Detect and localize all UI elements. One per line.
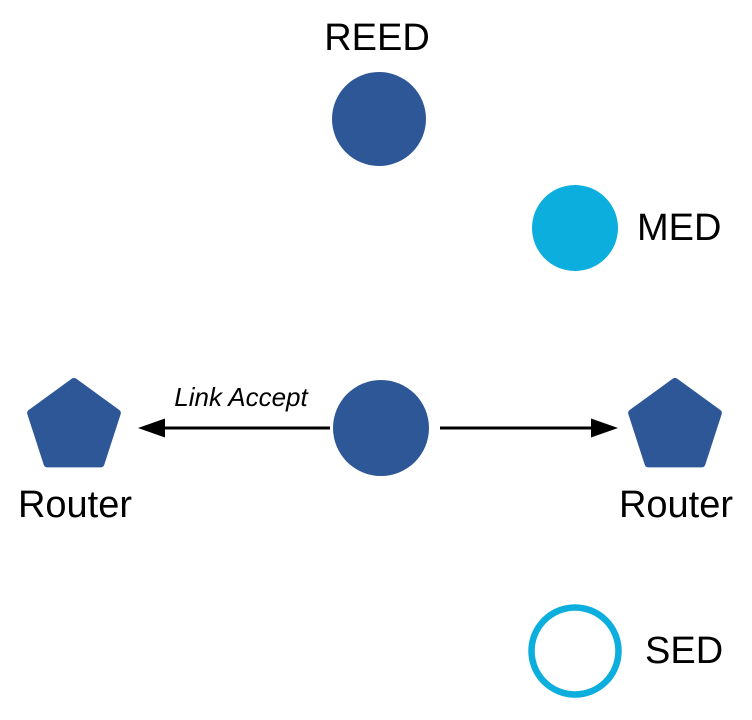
sed-node-label: SED (645, 630, 724, 672)
right-arrow (440, 418, 618, 438)
med-node-label: MED (637, 207, 722, 249)
router-left-pentagon (27, 378, 121, 468)
reed-node-label: REED (324, 17, 430, 59)
center-device-circle (333, 380, 429, 476)
left-arrow (138, 418, 330, 438)
link-accept-edge-label: Link Accept (174, 382, 308, 412)
router-right-label: Router (618, 484, 734, 526)
right-arrowhead-icon (591, 418, 618, 438)
router-right-pentagon (628, 378, 722, 468)
reed-node-circle (332, 72, 426, 166)
med-node-circle (532, 185, 618, 271)
left-arrowhead-icon (138, 418, 165, 438)
sed-node-ring (528, 604, 622, 698)
router-left-label: Router (17, 484, 133, 526)
